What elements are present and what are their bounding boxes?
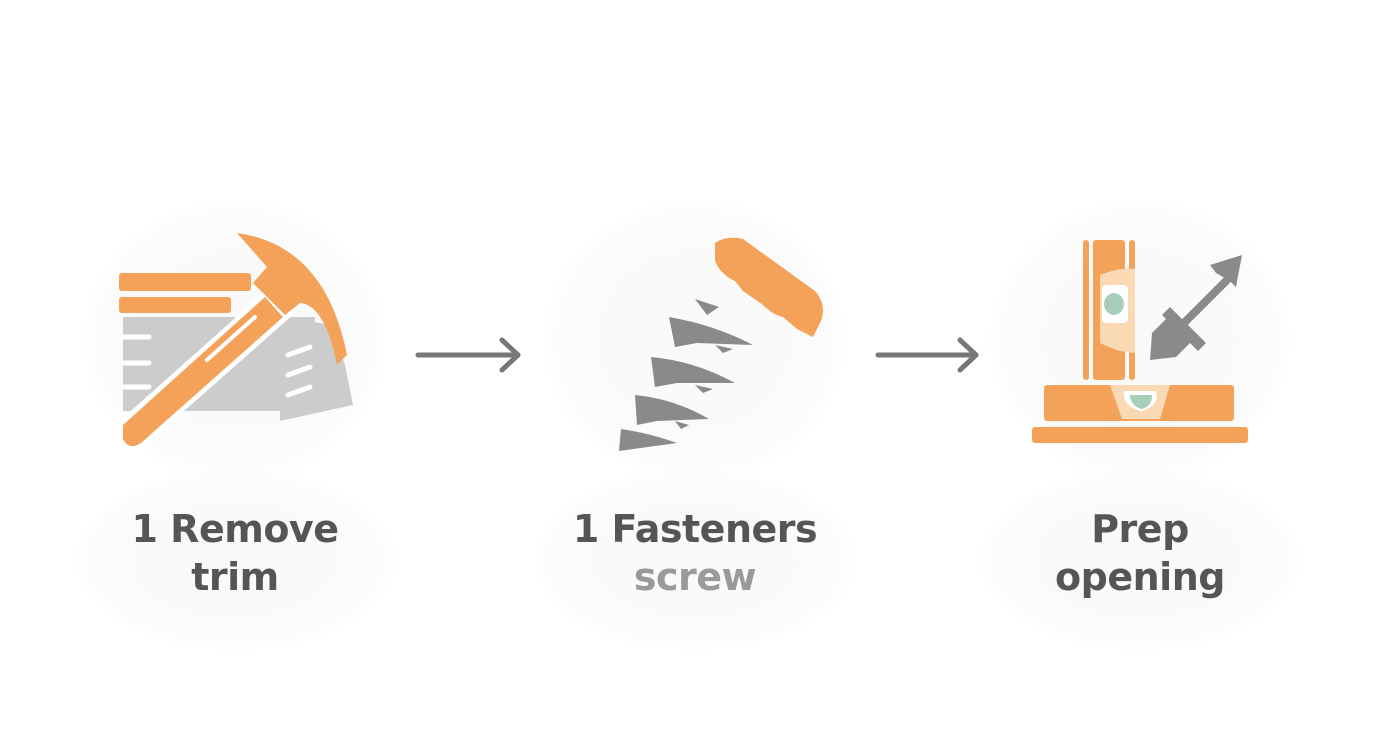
- step-label-line2: screw: [633, 555, 757, 599]
- level-screwdriver-icon: [1032, 240, 1248, 443]
- label-background-circle: [980, 470, 1300, 650]
- label-background-circle: [75, 470, 395, 650]
- step-remove-trim: 1 Remove trim: [75, 0, 395, 752]
- step-label-line2: trim: [191, 555, 279, 599]
- hammer-trim-icon: [115, 233, 353, 449]
- step-label-line2: opening: [1055, 555, 1225, 599]
- step-prep-opening: Prep opening: [980, 0, 1300, 752]
- screw-icon: [619, 237, 823, 451]
- arrow-right-icon: [875, 337, 979, 373]
- step-label-line1: 1 Remove: [131, 507, 339, 551]
- step-label-line1: 1 Fasteners: [572, 507, 818, 551]
- label-background-circle: [535, 470, 855, 650]
- step-label-line1: Prep: [1091, 507, 1189, 551]
- step-fasteners-screw: 1 Fasteners screw: [535, 0, 855, 752]
- arrow-right-icon: [415, 337, 521, 373]
